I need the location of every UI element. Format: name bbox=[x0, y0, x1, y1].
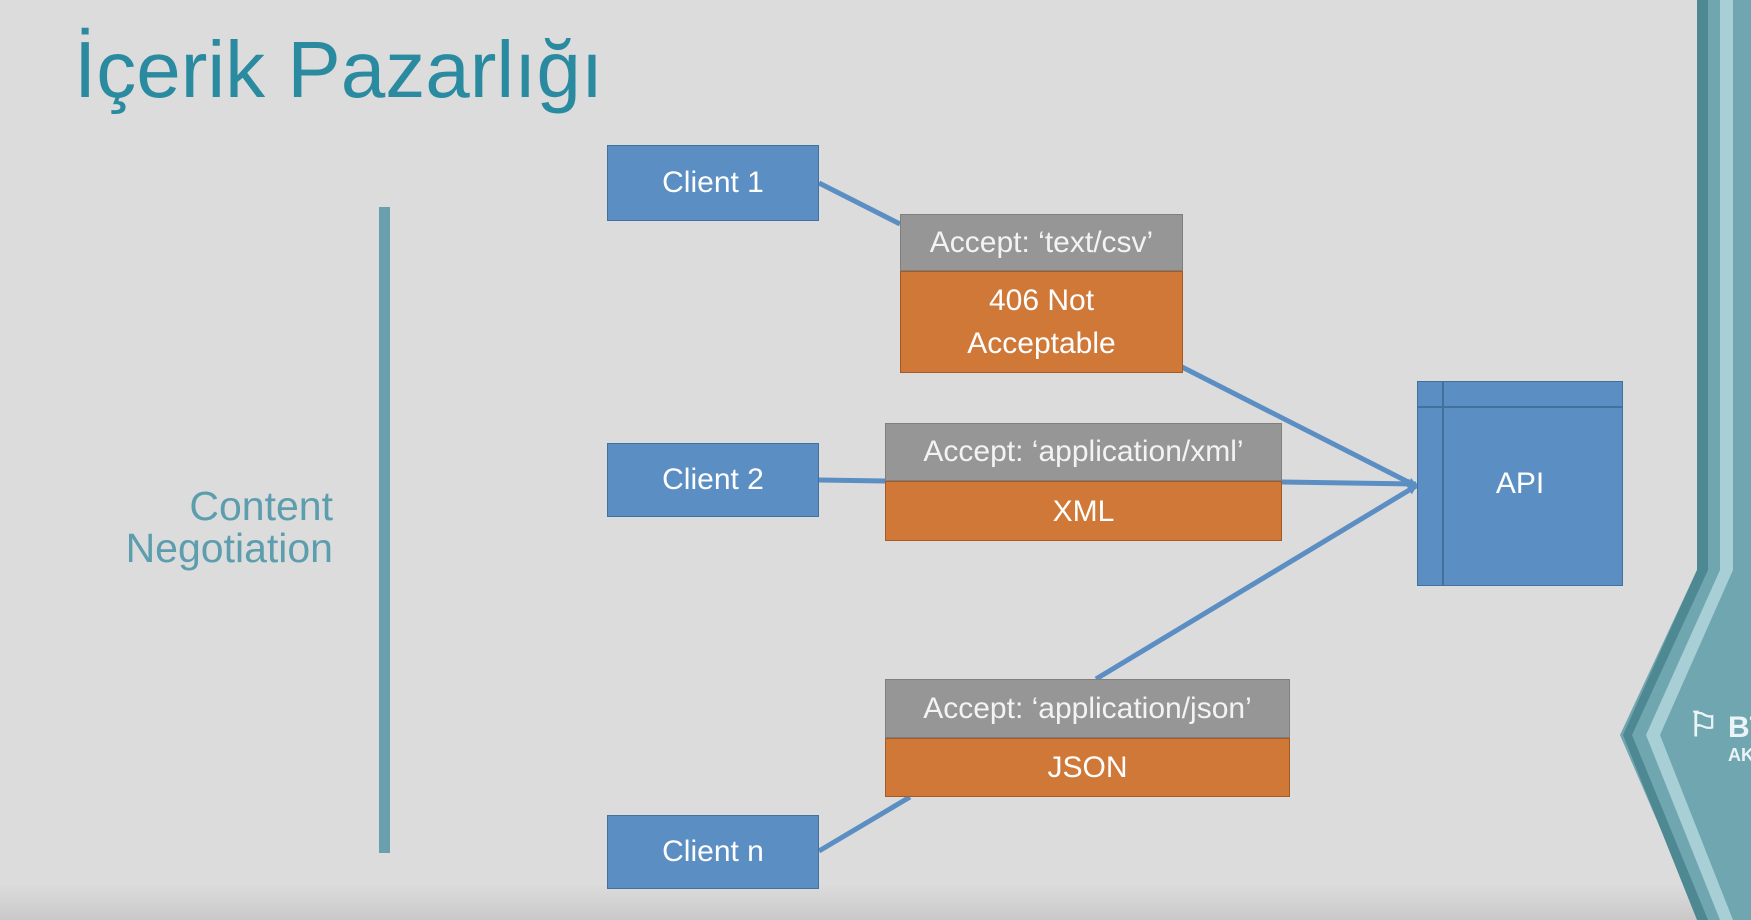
connector-json-to-api bbox=[1094, 483, 1418, 682]
response-json: JSON bbox=[885, 738, 1290, 797]
logo-text: BT bbox=[1728, 711, 1751, 744]
slide-title: İçerik Pazarlığı bbox=[74, 25, 604, 114]
connector-xml-to-api bbox=[1281, 478, 1418, 489]
client-n-box: Client n bbox=[607, 815, 819, 889]
client-1-box: Client 1 bbox=[607, 145, 819, 221]
api-server-box: API bbox=[1417, 381, 1623, 586]
response-406-not-acceptable: 406 Not Acceptable bbox=[900, 271, 1183, 373]
brand-logo: ⚐ BT AK bbox=[1688, 705, 1751, 765]
api-frame-line bbox=[1442, 382, 1444, 585]
logo-subtext: AK bbox=[1728, 745, 1751, 765]
bt-akademi-logo-icon: ⚐ bbox=[1688, 706, 1719, 744]
accept-header-csv: Accept: ‘text/csv’ bbox=[900, 214, 1183, 271]
response-xml: XML bbox=[885, 481, 1282, 541]
connector-clientn-to-request bbox=[817, 794, 912, 854]
connector-client1-to-request bbox=[817, 180, 902, 227]
section-label: Content Negotiation bbox=[125, 483, 333, 571]
connector-csv-to-api bbox=[1180, 364, 1418, 489]
accept-header-json: Accept: ‘application/json’ bbox=[885, 679, 1290, 738]
connector-client2-to-request bbox=[818, 477, 886, 484]
section-divider-bar bbox=[379, 207, 390, 853]
client-2-box: Client 2 bbox=[607, 443, 819, 517]
accept-header-xml: Accept: ‘application/xml’ bbox=[885, 423, 1282, 481]
api-label: API bbox=[1495, 466, 1545, 500]
bottom-shade bbox=[0, 885, 1751, 920]
api-frame-line bbox=[1418, 406, 1622, 408]
